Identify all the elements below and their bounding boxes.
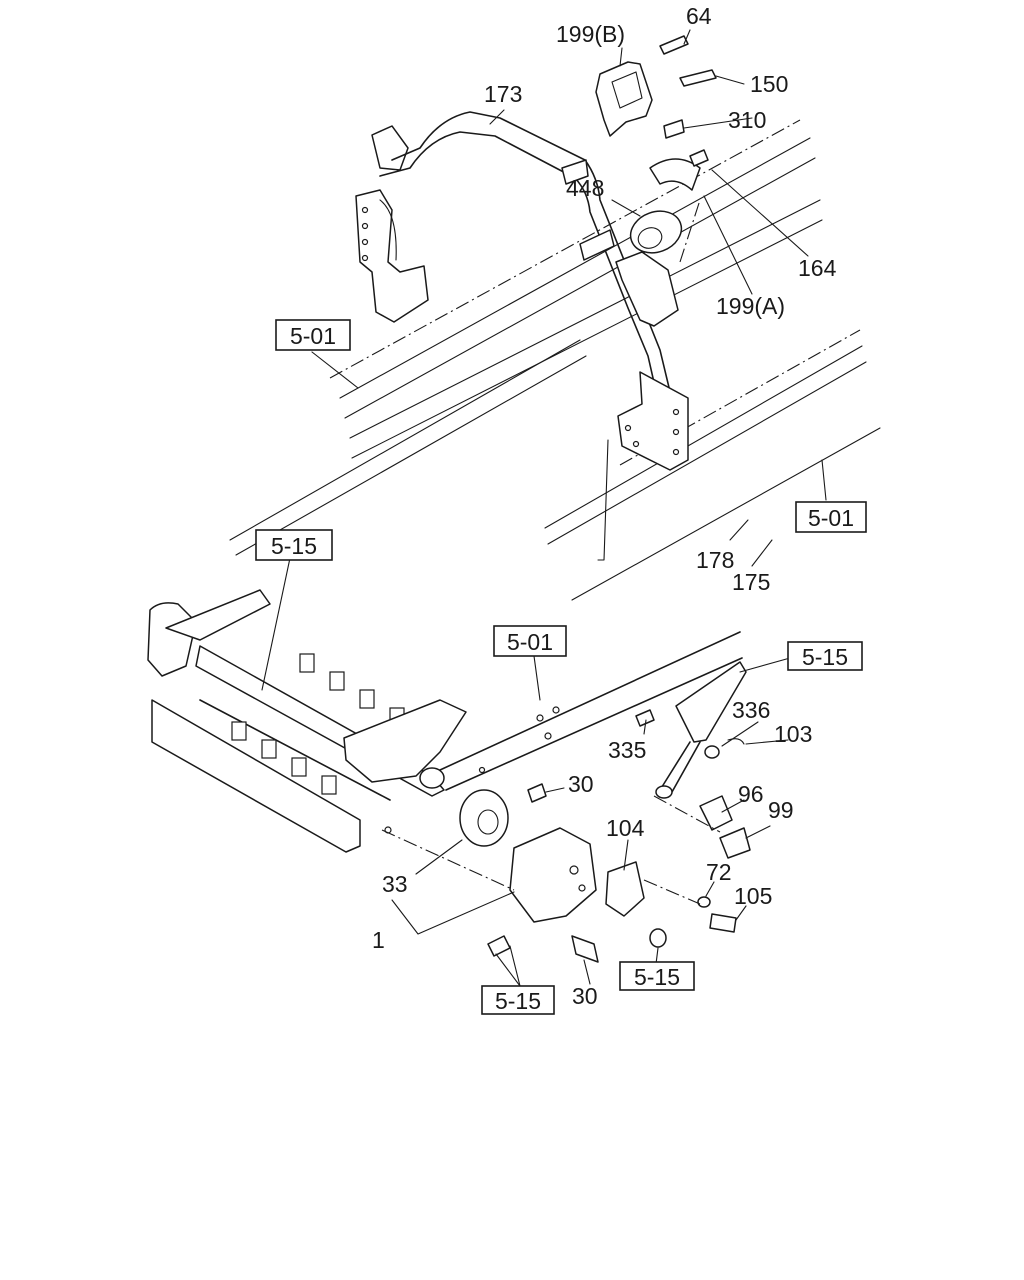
label-336: 336	[732, 697, 770, 723]
svg-text:5-15: 5-15	[495, 988, 541, 1014]
label-310: 310	[728, 107, 766, 133]
label-335: 335	[608, 737, 646, 763]
mount-448	[629, 149, 709, 263]
svg-text:5-15: 5-15	[802, 644, 848, 670]
label-64: 64	[686, 3, 712, 29]
label-30-bottom: 30	[572, 983, 598, 1009]
section-ref-1[interactable]: 5-01	[275, 319, 351, 351]
bracket-173	[355, 111, 689, 561]
label-103: 103	[774, 721, 812, 747]
label-178: 178	[696, 547, 734, 573]
svg-text:5-15: 5-15	[634, 964, 680, 990]
engine-mount	[381, 783, 737, 963]
leader-lines	[261, 29, 827, 987]
front-crossmember	[147, 589, 743, 853]
svg-text:5-01: 5-01	[507, 629, 553, 655]
bracket-199b	[595, 35, 717, 139]
label-105: 105	[734, 883, 772, 909]
label-175: 175	[732, 569, 770, 595]
label-99: 99	[768, 797, 794, 823]
label-199b: 199(B)	[556, 21, 625, 47]
svg-text:5-01: 5-01	[808, 505, 854, 531]
label-150: 150	[750, 71, 788, 97]
svg-text:5-01: 5-01	[290, 323, 336, 349]
section-ref-4[interactable]: 5-01	[493, 625, 567, 657]
section-ref-6[interactable]: 5-15	[619, 961, 695, 991]
stabilizer-link	[635, 661, 751, 859]
section-ref-7[interactable]: 5-15	[481, 985, 555, 1015]
section-ref-5[interactable]: 5-15	[787, 641, 863, 671]
label-96: 96	[738, 781, 764, 807]
label-448: 448	[566, 175, 604, 201]
label-104: 104	[606, 815, 645, 841]
label-173: 173	[484, 81, 522, 107]
label-33: 33	[382, 871, 408, 897]
label-164: 164	[798, 255, 837, 281]
svg-text:5-15: 5-15	[271, 533, 317, 559]
label-30-top: 30	[568, 771, 594, 797]
label-1: 1	[372, 927, 385, 953]
frame-rails	[229, 119, 881, 601]
section-ref-2[interactable]: 5-01	[795, 501, 867, 533]
part-labels: 64 199(B) 150 173 310 448 164 199(A) 178…	[372, 3, 837, 1009]
section-ref-3[interactable]: 5-15	[255, 529, 333, 561]
label-199a: 199(A)	[716, 293, 785, 319]
label-72: 72	[706, 859, 732, 885]
